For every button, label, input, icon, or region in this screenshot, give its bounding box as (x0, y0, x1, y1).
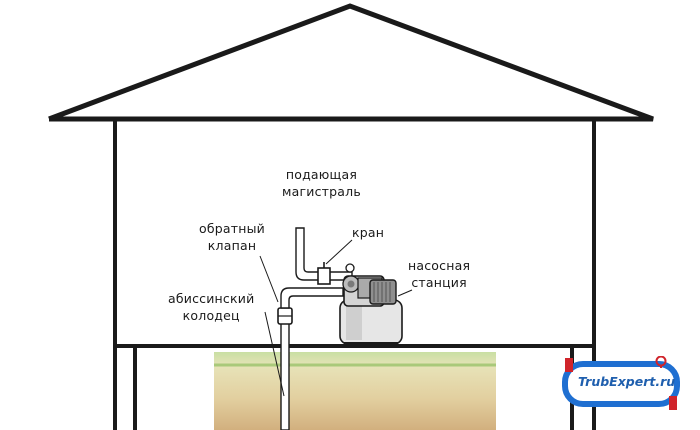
pump-station (339, 263, 403, 346)
label-pump-station-line2: станция (411, 275, 467, 290)
trubexpert-logo (562, 356, 680, 410)
roof (48, 3, 654, 122)
label-check-valve: обратный клапан (199, 220, 265, 254)
label-check-valve-line2: клапан (207, 238, 257, 253)
label-supply-main-line1: подающая (285, 167, 358, 182)
well-pipe (280, 315, 290, 430)
leader-well (264, 311, 285, 397)
logo-text[interactable]: TrubExpert.ru (578, 374, 676, 389)
suction-pipe (280, 287, 344, 309)
label-supply-main-line2: магистраль (282, 184, 361, 199)
label-tap: кран (352, 224, 384, 241)
label-abyssinian-well: абиссинский колодец (168, 290, 254, 324)
label-tap-line1: кран (352, 225, 385, 240)
label-abyssinian-well-line2: колодец (182, 308, 240, 323)
leader-check-valve (259, 255, 279, 303)
label-abyssinian-well-line1: абиссинский (168, 291, 255, 306)
leader-pump (397, 289, 413, 297)
leader-tap (325, 239, 353, 265)
tap-valve (317, 267, 331, 285)
label-pump-station: насосная станция (408, 257, 470, 291)
label-supply-main: подающая магистраль (282, 166, 361, 200)
label-check-valve-line1: обратный (199, 221, 265, 236)
label-pump-station-line1: насосная (408, 258, 471, 273)
